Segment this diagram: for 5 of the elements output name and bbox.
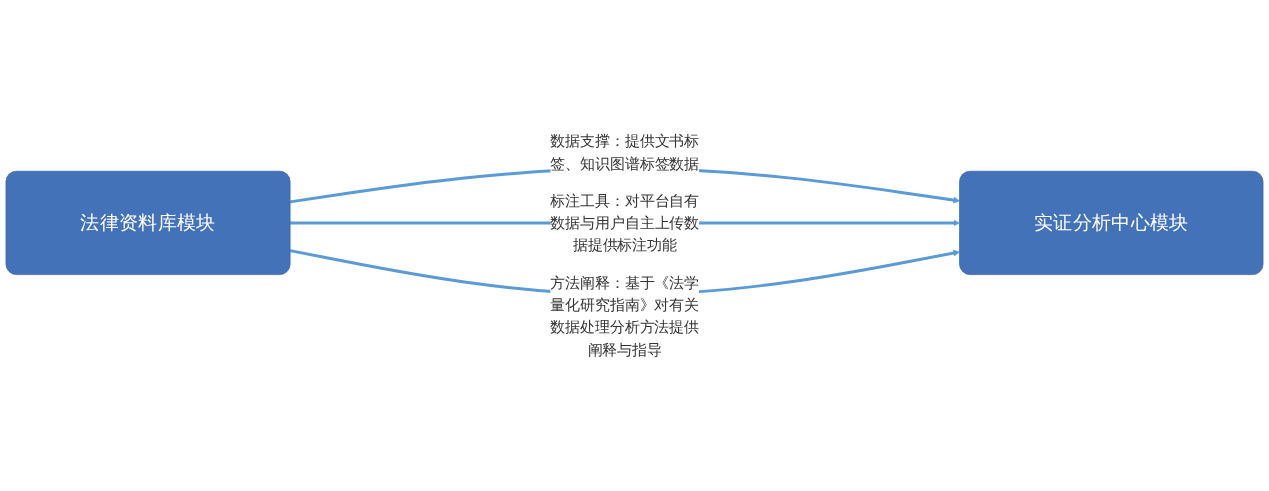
- edge-label: 方法阐释：基于《法学量化研究指南》对有关数据处理分析方法提供阐释与指导: [550, 273, 700, 359]
- node-box: 法律资料库模块: [5, 171, 291, 276]
- edge-label: 数据支撑：提供文书标签、知识图谱标签数据: [550, 132, 700, 173]
- edge-label: 标注工具：对平台自有数据与用户自主上传数据提供标注功能: [550, 191, 700, 255]
- node-box: 实证分析中心模块: [959, 171, 1264, 276]
